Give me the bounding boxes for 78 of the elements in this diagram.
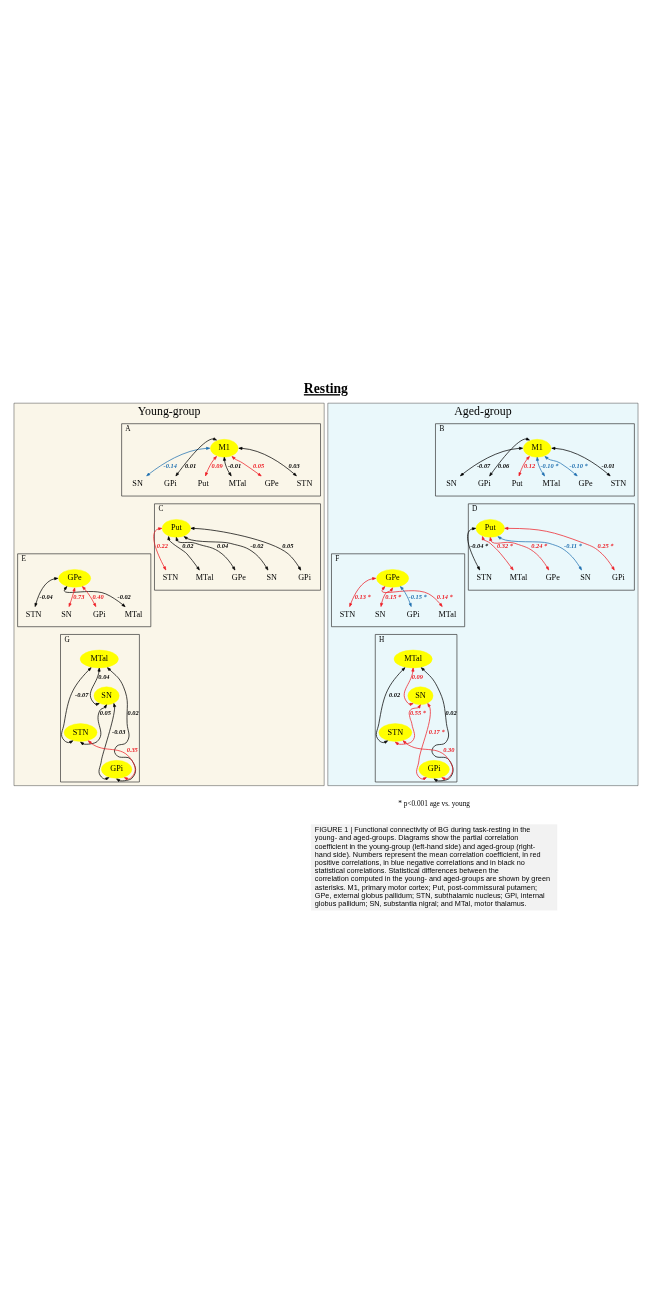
arrow: [231, 455, 262, 476]
diagram-title: Resting: [303, 380, 348, 396]
node-text: SN: [446, 478, 457, 488]
arrow: [175, 436, 217, 476]
arrow: [90, 667, 101, 706]
arrow: [63, 585, 126, 607]
node-ellipse: GPe: [58, 568, 91, 587]
arrow: [61, 666, 92, 744]
node-text: GPi: [406, 609, 420, 619]
arrow: [497, 535, 582, 570]
node-text: SN: [266, 572, 277, 582]
node-ellipse: GPe: [376, 568, 409, 587]
node-text: MTal: [195, 572, 214, 582]
arrow: [107, 666, 136, 782]
arrow: [394, 703, 421, 745]
arrow: [504, 526, 615, 570]
node-text: SN: [375, 609, 386, 619]
arrow: [349, 576, 377, 607]
arrow: [98, 702, 117, 780]
node-text: MTal: [542, 478, 561, 488]
node-text: MTal: [124, 609, 143, 619]
arrow: [551, 446, 611, 476]
node-text: STN: [339, 609, 356, 619]
arrow: [481, 535, 514, 570]
node-text: GPe: [578, 478, 593, 488]
node-text: Put: [511, 478, 523, 488]
node-text: GPi: [164, 478, 177, 488]
arrow: [190, 526, 302, 570]
arrow: [403, 667, 415, 706]
arrow: [400, 585, 412, 607]
node-ellipse: MTal: [393, 649, 433, 668]
node-text: STN: [162, 572, 179, 582]
arrow: [82, 585, 97, 607]
arrow: [460, 446, 523, 476]
node-text: GPi: [92, 609, 106, 619]
arrow: [238, 446, 297, 476]
arrow: [87, 739, 136, 780]
node-text: GPi: [298, 572, 311, 582]
arrow: [536, 456, 545, 476]
caption: FIGURE 1 | Functional connectivity of BG during task-resting in the young- and aged-groups. Diagrams show the partial correlation coefficient in the young-group (left-hand side) and aged-group (right-hand side). Numbers represent the mean correlation coefficient, in red positive correlations, in blue negative correlations and in black no statistical correlations. Statistical differences between the correlation computed in the young- and aged-groups are shown by green asterisks. M1, primary motor cortex; Put, post-commissural putamen; GPe, external globus pallidum; STN, subthalamic nucleus; GPi, internal globus pallidum; SN, substantia nigral; and MTal, motor thalamus.: [314, 824, 551, 908]
node-text: GPi: [477, 478, 491, 488]
node-text: MTal: [228, 478, 247, 488]
arrow: [420, 666, 454, 782]
node-text: GPi: [612, 572, 625, 582]
node-text: STN: [476, 572, 493, 582]
arrow: [489, 536, 550, 570]
node-text: SN: [580, 572, 591, 582]
arrow: [375, 666, 406, 744]
arrow: [167, 535, 200, 570]
node-text: SN: [61, 609, 72, 619]
node-text: MTal: [438, 609, 457, 619]
arrow: [68, 587, 76, 607]
node-text: Put: [197, 478, 209, 488]
arrow: [489, 436, 530, 476]
arrow: [381, 585, 443, 607]
node-text: MTal: [509, 572, 528, 582]
arrow: [223, 456, 232, 476]
node-text: STN: [296, 478, 313, 488]
arrow: [183, 535, 269, 570]
arrow: [402, 739, 454, 780]
arrow: [518, 455, 530, 476]
arrow: [544, 455, 578, 476]
arrow: [146, 446, 211, 476]
node-text: GPe: [231, 572, 246, 582]
arrow: [80, 703, 107, 745]
node-text: STN: [610, 478, 627, 488]
arrow: [175, 536, 236, 570]
arrow: [380, 587, 393, 607]
arrow: [34, 576, 59, 607]
node-text: STN: [25, 609, 42, 619]
node-text: GPe: [264, 478, 279, 488]
arrow: [153, 526, 167, 570]
node-text: SN: [132, 478, 143, 488]
node-ellipse: MTal: [79, 649, 119, 668]
arrow: [416, 702, 431, 780]
node-text: GPe: [545, 572, 560, 582]
arrow: [467, 526, 481, 570]
arrow: [205, 455, 217, 476]
